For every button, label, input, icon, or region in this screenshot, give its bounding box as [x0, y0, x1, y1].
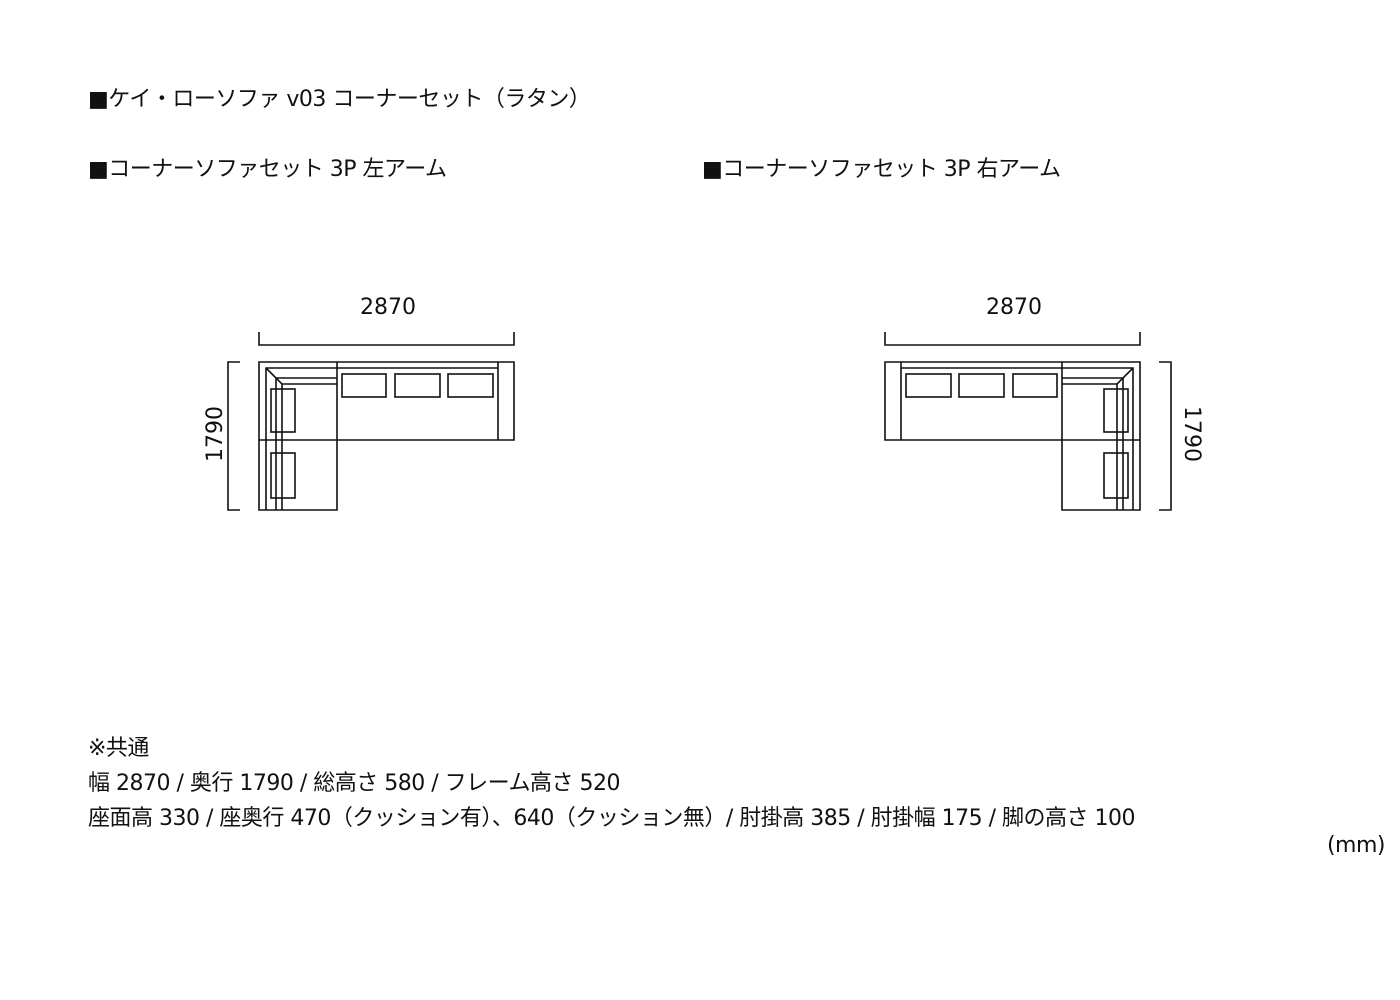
width-dimension-label: 2870	[986, 295, 1042, 320]
diagram-heading-left-arm: ■コーナーソファセット 3P 左アーム	[88, 157, 447, 182]
notes-heading: ※共通	[88, 736, 149, 761]
notes-line-1: 幅 2870 / 奥行 1790 / 総高さ 580 / フレーム高さ 520	[88, 771, 620, 796]
right-arm-corner-sofa-plan	[884, 331, 1172, 511]
page-title: ■ケイ・ローソファ v03 コーナーセット（ラタン）	[88, 87, 591, 112]
notes-line-2: 座面高 330 / 座奥行 470（クッション有）、640（クッション無）/ 肘…	[88, 806, 1136, 831]
left-arm-corner-sofa-plan	[227, 331, 515, 511]
unit-label: (mm)	[1326, 833, 1386, 858]
diagram-heading-right-arm: ■コーナーソファセット 3P 右アーム	[702, 157, 1061, 182]
width-dimension-label: 2870	[360, 295, 416, 320]
